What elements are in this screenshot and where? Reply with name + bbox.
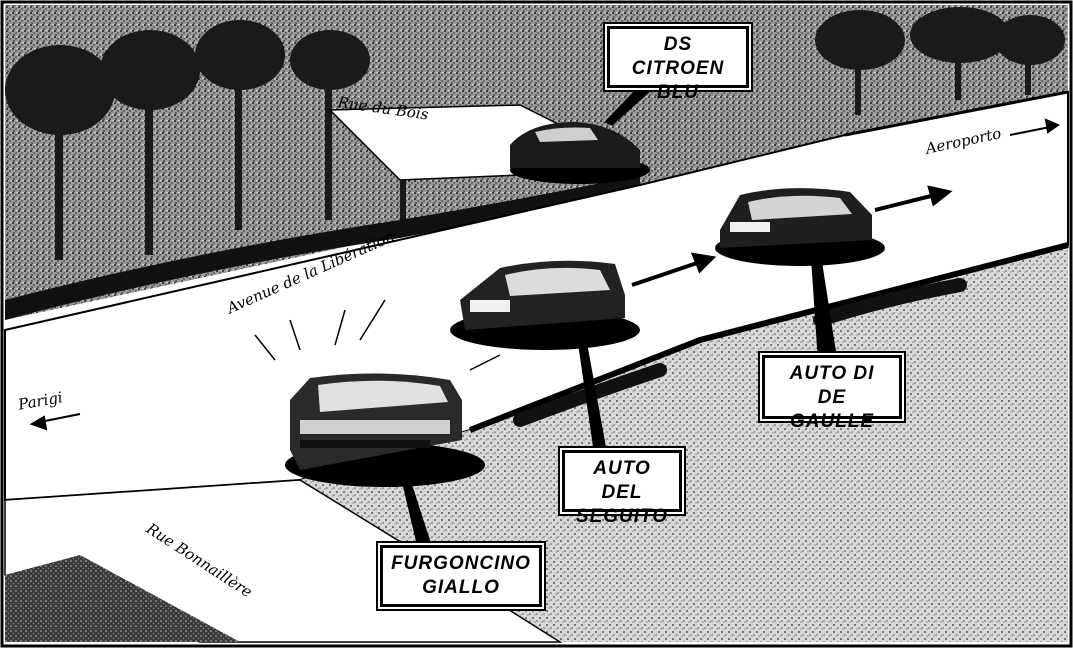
car-furgoncino [285, 373, 485, 487]
corner-block [5, 555, 240, 642]
direction-arrows [29, 118, 1061, 431]
car-de-gaulle [715, 188, 885, 266]
trees [5, 7, 1065, 260]
hedge [5, 175, 640, 320]
callout-furgoncino: FURGONCINO GIALLO [380, 545, 542, 607]
grass-field [300, 245, 1068, 642]
callout-seguito: AUTO DEL SEGUITO [562, 450, 682, 527]
callout-de-gaulle: AUTO DI DE GAULLE [762, 355, 902, 432]
spark-lines [254, 299, 501, 371]
callout-seguito-line2: SEGUITO [575, 506, 669, 527]
callout-furgoncino-line1: FURGONCINO [391, 553, 531, 574]
callout-de-gaulle-line1: AUTO DI [789, 363, 875, 384]
callout-ds-citroen-line1: DS CITROEN [631, 34, 725, 79]
car-ds-citroen [510, 122, 650, 184]
callout-de-gaulle-line2: DE GAULLE [789, 387, 875, 432]
curb-edge [468, 242, 1069, 433]
upper-curb [844, 90, 1069, 137]
callout-seguito-line1: AUTO DEL [593, 458, 651, 503]
callout-ds-citroen: DS CITROEN BLU [607, 26, 749, 103]
car-seguito [450, 260, 640, 350]
callout-ds-citroen-line2: BLU [656, 82, 700, 103]
callout-furgoncino-line2: GIALLO [422, 577, 500, 598]
motion-arrows [631, 185, 953, 287]
